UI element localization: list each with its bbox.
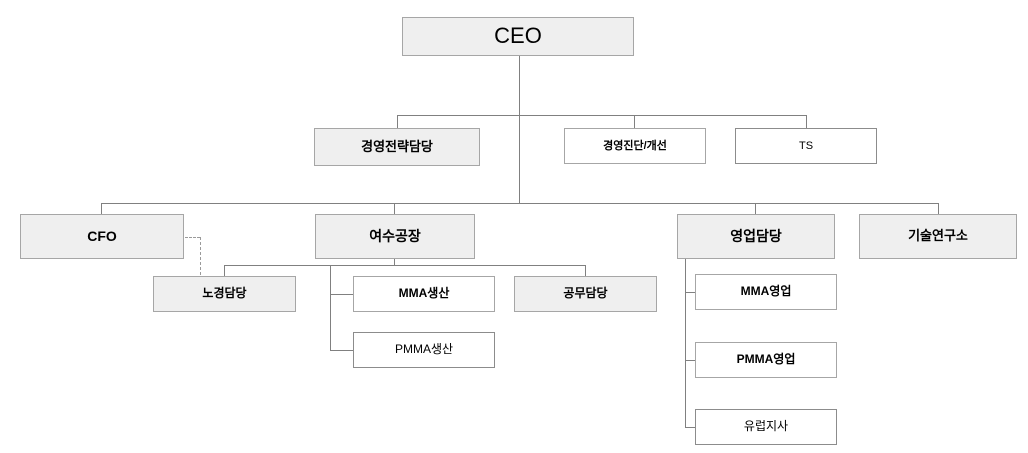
node-sales-label: 영업담당 — [730, 227, 782, 244]
node-labor-label: 노경담당 — [202, 286, 247, 301]
connector-stub-pmma-prod — [330, 350, 353, 351]
node-europe-label: 유럽지사 — [743, 419, 789, 434]
node-strategy[interactable]: 경영전략담당 — [314, 128, 480, 166]
node-ceo-label: CEO — [494, 23, 542, 49]
node-pmma-sales[interactable]: PMMA영업 — [695, 342, 837, 378]
node-mma-prod[interactable]: MMA생산 — [353, 276, 495, 312]
node-mma-sales[interactable]: MMA영업 — [695, 274, 837, 310]
connector-stub-mma-prod — [330, 294, 353, 295]
connector-drop-diagnosis — [634, 115, 635, 128]
node-mma-sales-label: MMA영업 — [740, 284, 792, 299]
connector-drop-strategy — [397, 115, 398, 128]
connector-drop-sales — [755, 203, 756, 215]
node-engineering-label: 공무담당 — [563, 286, 608, 301]
connector-yeosu-bar — [224, 265, 586, 266]
connector-drop-cfo — [101, 203, 102, 215]
connector-sales-trunk — [685, 259, 686, 427]
connector-yeosu-stem — [394, 259, 395, 266]
node-ceo[interactable]: CEO — [402, 17, 634, 56]
node-strategy-label: 경영전략담당 — [361, 138, 433, 154]
node-yeosu-label: 여수공장 — [369, 227, 421, 244]
node-rnd[interactable]: 기술연구소 — [859, 214, 1017, 259]
node-labor[interactable]: 노경담당 — [153, 276, 296, 312]
node-engineering[interactable]: 공무담당 — [514, 276, 657, 312]
node-ts-label: TS — [798, 139, 814, 152]
node-pmma-prod[interactable]: PMMA생산 — [353, 332, 495, 368]
connector-ceo-trunk — [519, 56, 520, 204]
node-rnd-label: 기술연구소 — [908, 228, 968, 244]
connector-drop-ts — [806, 115, 807, 128]
node-ts[interactable]: TS — [735, 128, 877, 164]
connector-yeosu-prod-trunk — [330, 265, 331, 350]
node-pmma-prod-label: PMMA생산 — [394, 342, 454, 357]
connector-row3-bar — [101, 203, 939, 204]
node-cfo-label: CFO — [87, 227, 117, 244]
connector-row2-bar — [397, 115, 807, 116]
connector-stub-pmma-sales — [685, 360, 695, 361]
connector-drop-labor — [224, 265, 225, 276]
connector-drop-rnd — [938, 203, 939, 215]
node-pmma-sales-label: PMMA영업 — [736, 352, 796, 367]
node-europe[interactable]: 유럽지사 — [695, 409, 837, 445]
node-yeosu[interactable]: 여수공장 — [315, 214, 475, 259]
node-diagnosis[interactable]: 경영진단/개선 — [564, 128, 706, 164]
connector-drop-yeosu — [394, 203, 395, 215]
connector-drop-engineering — [585, 265, 586, 276]
node-diagnosis-label: 경영진단/개선 — [603, 139, 667, 152]
connector-cfo-labor-horizontal — [185, 237, 200, 238]
node-mma-prod-label: MMA생산 — [398, 286, 450, 301]
node-cfo[interactable]: CFO — [20, 214, 184, 259]
connector-stub-mma-sales — [685, 292, 695, 293]
connector-cfo-labor-vertical — [200, 237, 201, 275]
node-sales[interactable]: 영업담당 — [677, 214, 835, 259]
connector-stub-europe — [685, 427, 695, 428]
